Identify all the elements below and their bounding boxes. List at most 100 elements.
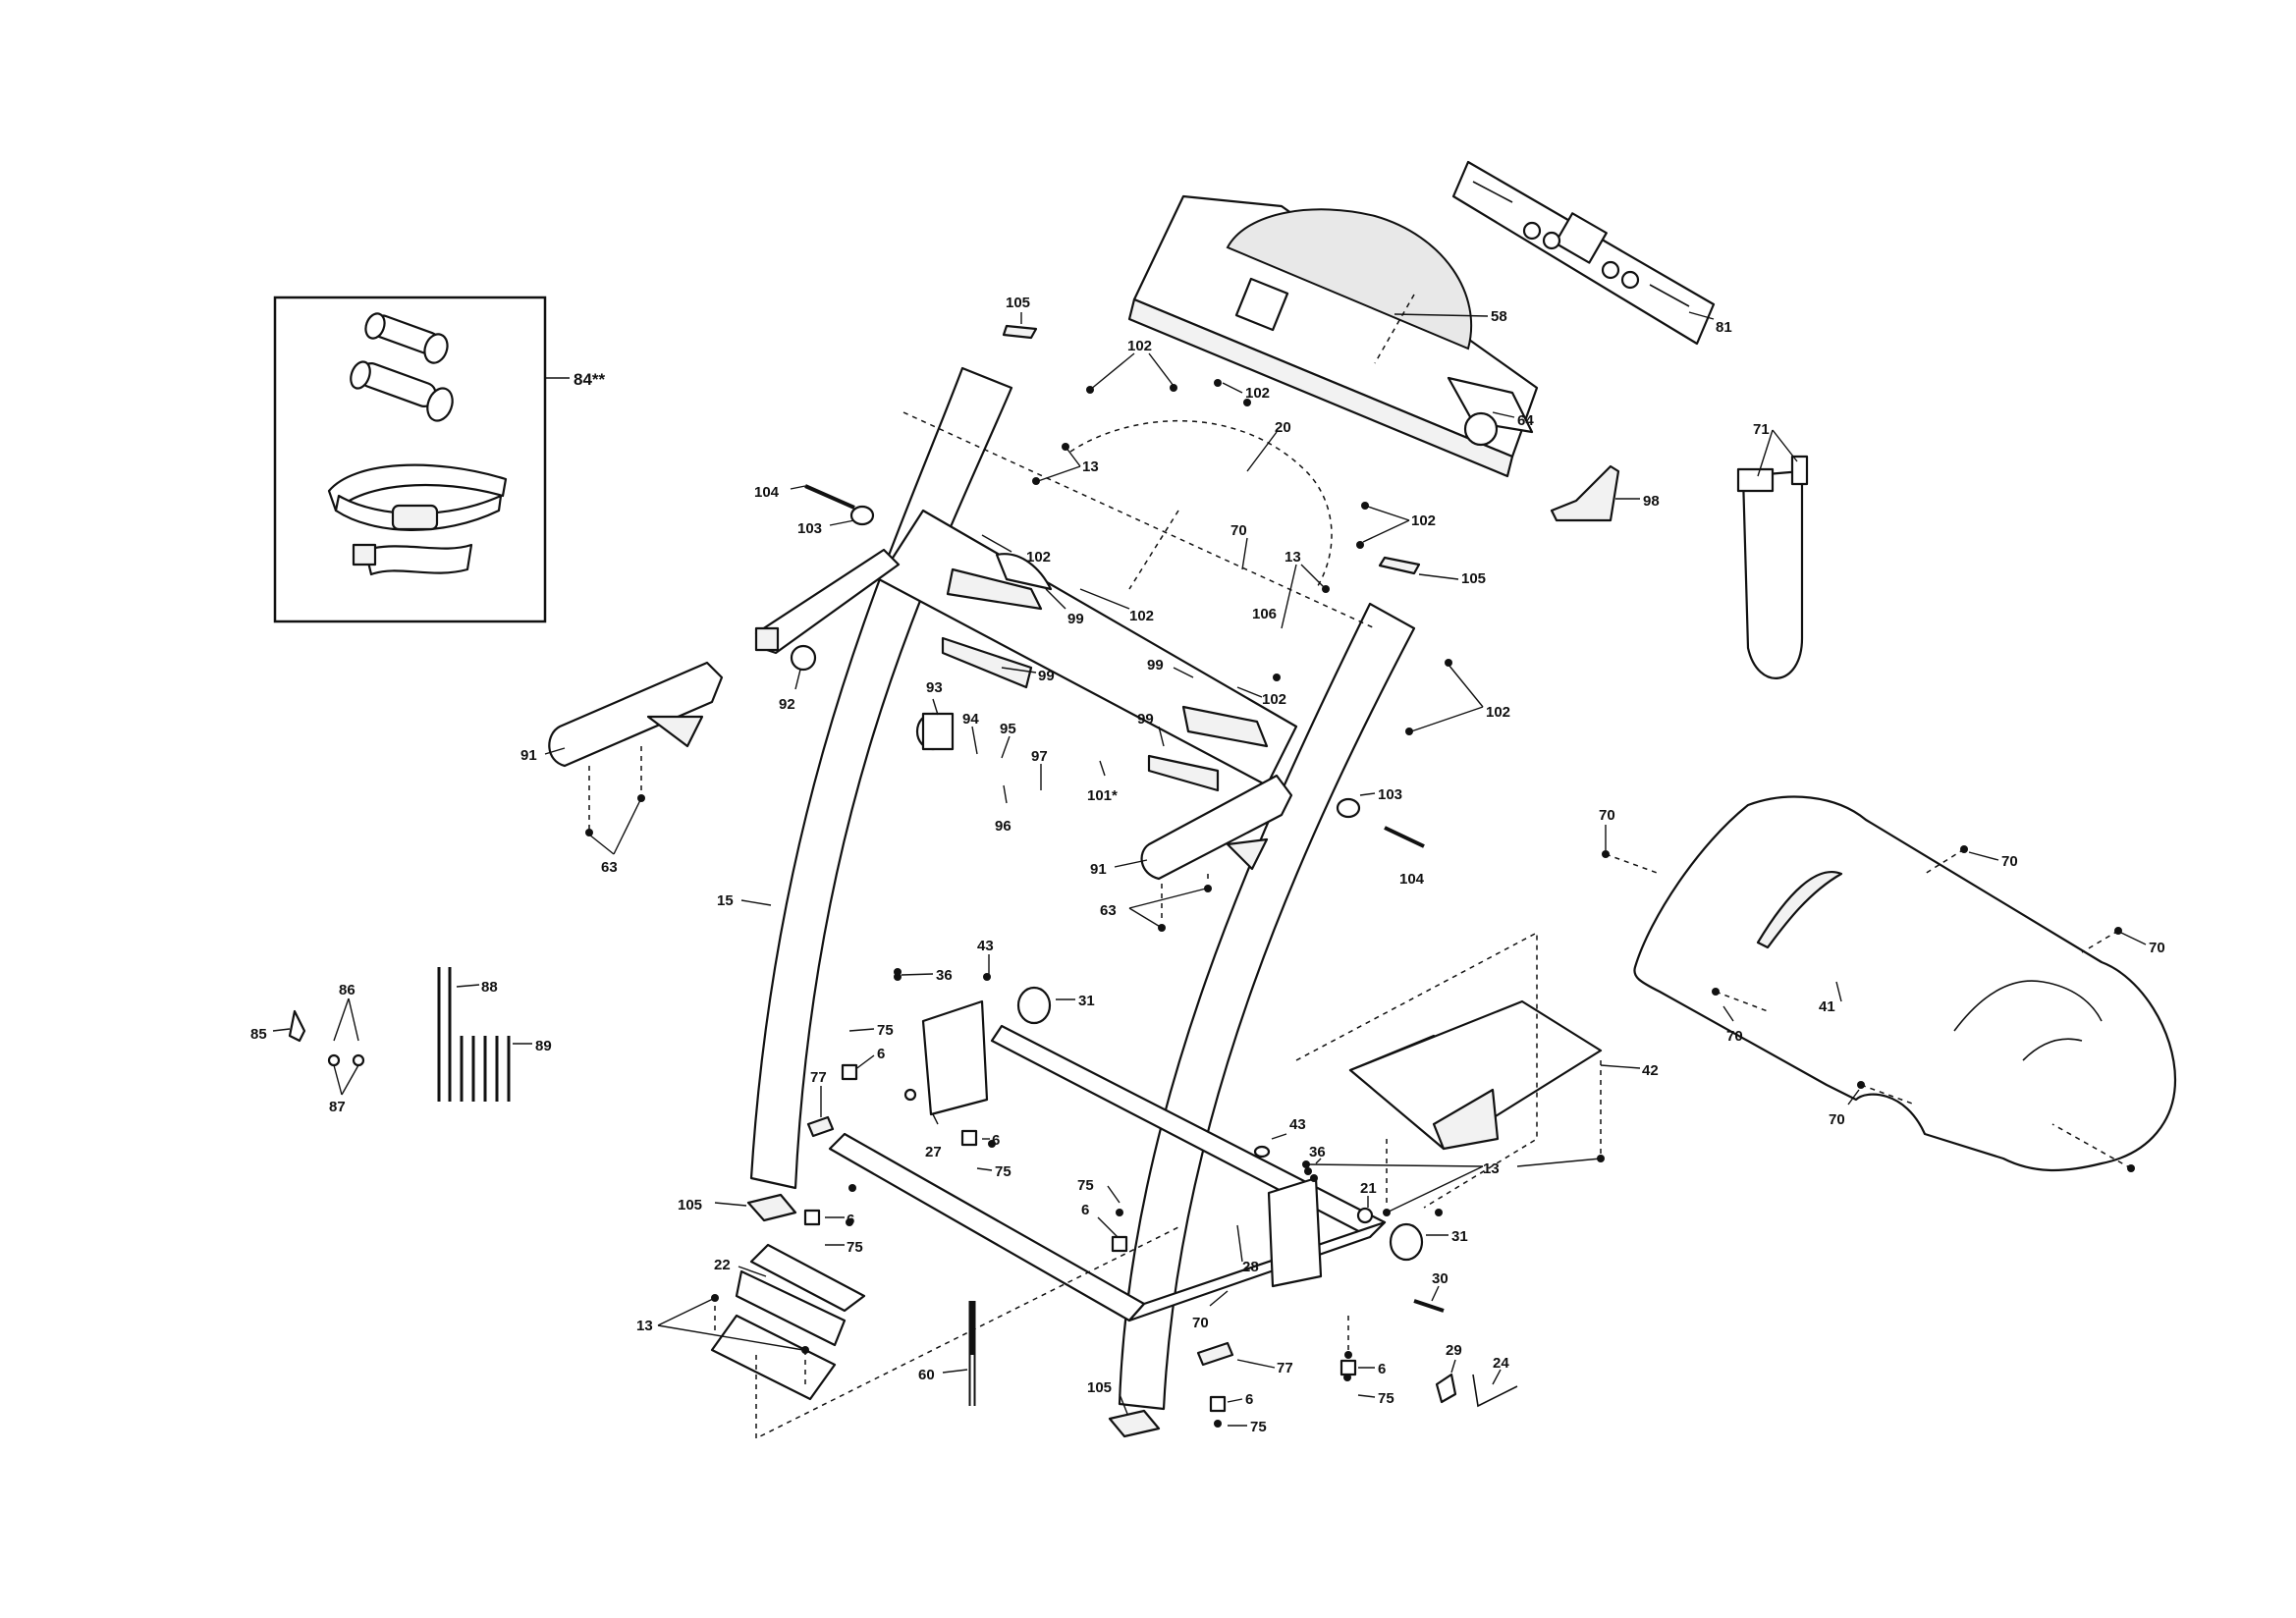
- callout-6: 6: [877, 1046, 885, 1062]
- callout-102: 102: [1262, 691, 1286, 708]
- callout-70: 70: [2001, 853, 2018, 870]
- callout-91: 91: [520, 747, 537, 764]
- callout-64: 64: [1517, 412, 1534, 429]
- callout-60: 60: [918, 1367, 935, 1383]
- callout-102: 102: [1129, 608, 1154, 624]
- callout-99: 99: [1147, 657, 1164, 674]
- base-frame: [828, 999, 1387, 1322]
- callout-77: 77: [810, 1069, 827, 1086]
- callout-88: 88: [481, 979, 498, 996]
- callout-89: 89: [535, 1038, 552, 1054]
- callout-105: 105: [678, 1197, 702, 1214]
- callout-105: 105: [1006, 295, 1030, 311]
- callout-98: 98: [1643, 493, 1660, 510]
- callout-20: 20: [1275, 419, 1291, 436]
- callout-92: 92: [779, 696, 795, 713]
- dumbbell-icon: [350, 312, 454, 422]
- callout-75: 75: [877, 1022, 894, 1039]
- handrail-left: [548, 661, 724, 768]
- callout-99: 99: [1067, 611, 1084, 627]
- handrail-right: [1140, 774, 1293, 881]
- callout-103: 103: [1378, 786, 1402, 803]
- callout-6: 6: [992, 1132, 1000, 1149]
- wire-sleeve: [1736, 455, 1809, 679]
- bushing: [790, 644, 817, 672]
- callout-41: 41: [1819, 998, 1835, 1015]
- dashed-leaders: [588, 746, 2132, 1384]
- callout-95: 95: [1000, 721, 1016, 737]
- callout-102: 102: [1245, 385, 1270, 402]
- callout-63: 63: [601, 859, 618, 876]
- callout-13: 13: [1483, 1160, 1500, 1177]
- callout-13: 13: [1285, 549, 1301, 566]
- console-assembly: [1127, 194, 1539, 478]
- inset-label: 84**: [574, 370, 606, 389]
- callout-77: 77: [1277, 1360, 1293, 1376]
- callout-75: 75: [1077, 1177, 1094, 1194]
- callout-91: 91: [1090, 861, 1107, 878]
- callout-85: 85: [250, 1026, 267, 1043]
- callout-22: 22: [714, 1257, 731, 1273]
- callout-70: 70: [1230, 522, 1247, 539]
- callout-6: 6: [847, 1212, 854, 1228]
- accessory-inset: 84**: [273, 296, 606, 623]
- callout-81: 81: [1716, 319, 1732, 336]
- callout-102: 102: [1411, 512, 1436, 529]
- chest-strap-icon: [327, 463, 508, 576]
- callout-28: 28: [1242, 1259, 1259, 1275]
- callout-36: 36: [1309, 1144, 1326, 1160]
- callout-105: 105: [1087, 1379, 1112, 1396]
- callout-36: 36: [936, 967, 953, 984]
- callout-6: 6: [1245, 1391, 1253, 1408]
- callout-31: 31: [1078, 993, 1095, 1009]
- callout-75: 75: [1378, 1390, 1394, 1407]
- callout-24: 24: [1493, 1355, 1509, 1372]
- callout-31: 31: [1451, 1228, 1468, 1245]
- callout-43: 43: [1289, 1116, 1306, 1133]
- callout-87: 87: [329, 1099, 346, 1115]
- key-icon: [288, 1009, 306, 1043]
- callout-70: 70: [1726, 1028, 1743, 1045]
- callout-96: 96: [995, 818, 1011, 835]
- callout-30: 30: [1432, 1270, 1449, 1287]
- callout-71: 71: [1753, 421, 1770, 438]
- callout-13: 13: [636, 1318, 653, 1334]
- callout-labels: 105 102 102 20 13 58 64 81 71 98 104 103…: [250, 295, 2165, 1435]
- callout-99: 99: [1038, 668, 1055, 684]
- callout-106: 106: [1252, 606, 1277, 622]
- callout-101: 101*: [1087, 787, 1118, 804]
- callout-6: 6: [1378, 1361, 1386, 1377]
- callout-104: 104: [1399, 871, 1425, 888]
- callout-102: 102: [1127, 338, 1152, 354]
- callout-105: 105: [1461, 570, 1486, 587]
- callout-104: 104: [754, 484, 780, 501]
- callout-102: 102: [1486, 704, 1510, 721]
- callout-70: 70: [1192, 1315, 1209, 1331]
- callout-75: 75: [1250, 1419, 1267, 1435]
- callout-93: 93: [926, 679, 943, 696]
- callout-94: 94: [962, 711, 979, 728]
- callout-97: 97: [1031, 748, 1048, 765]
- callout-75: 75: [995, 1163, 1011, 1180]
- callout-15: 15: [717, 892, 734, 909]
- callout-99: 99: [1137, 711, 1154, 728]
- callout-13: 13: [1082, 458, 1099, 475]
- front-bracket: [710, 1243, 866, 1401]
- wire-ties: [437, 967, 511, 1102]
- callout-70: 70: [1829, 1111, 1845, 1128]
- callout-21: 21: [1360, 1180, 1377, 1197]
- motor-shield: [1348, 999, 1603, 1151]
- callout-103: 103: [797, 520, 822, 537]
- callout-75: 75: [847, 1239, 863, 1256]
- callout-43: 43: [977, 938, 994, 954]
- callout-27: 27: [925, 1144, 942, 1160]
- callout-63: 63: [1100, 902, 1117, 919]
- callout-102: 102: [1026, 549, 1051, 566]
- callout-70: 70: [2149, 940, 2165, 956]
- callout-42: 42: [1642, 1062, 1659, 1079]
- callout-70: 70: [1599, 807, 1615, 824]
- cable-clip: [1550, 464, 1620, 522]
- console-overlay: [1451, 160, 1716, 346]
- callout-6: 6: [1081, 1202, 1089, 1218]
